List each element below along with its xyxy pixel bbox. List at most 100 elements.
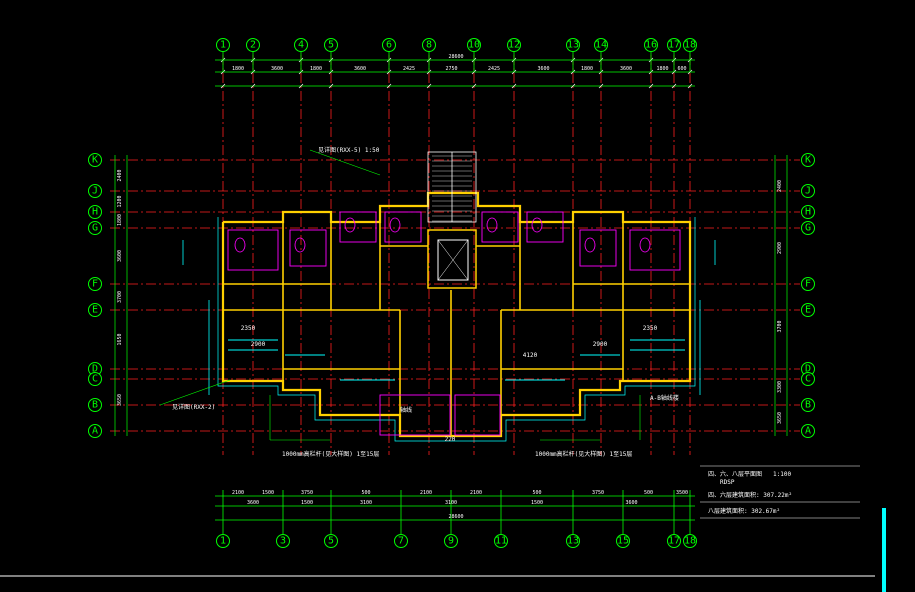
axis-bubble-top-10-label: 10 <box>468 40 480 51</box>
area-scale: 1:100 <box>773 471 791 478</box>
balcony-dim: 220 <box>445 436 456 443</box>
fixture-4 <box>481 211 519 243</box>
core-wall <box>427 229 477 289</box>
top-tick-4-2 <box>386 83 392 89</box>
axis-bubble-left-G-label: G <box>92 223 98 234</box>
top-tick-5-2 <box>426 83 432 89</box>
top-dim-4: 2425 <box>403 66 415 72</box>
floor-plan-walls <box>159 149 860 519</box>
axis-bubble-top-4-label: 4 <box>298 40 304 51</box>
axis-bubble-left-F-label: F <box>92 279 98 290</box>
ab-axis-note: A-B轴线楼 <box>650 394 679 402</box>
bottom-dim2-4: 1500 <box>531 500 543 506</box>
axis-bubble-left-E-label: E <box>92 305 98 316</box>
top-dim-11: 600 <box>677 66 686 72</box>
bottom-dim-9: 3500 <box>676 490 688 496</box>
top-total-dim: 28600 <box>448 54 463 60</box>
left-dim-4: 3700 <box>117 291 123 303</box>
left-room-dim-a: 2350 <box>241 325 256 332</box>
left-dim-3: 3600 <box>117 250 123 262</box>
left-dim-1: 1200 <box>117 195 123 207</box>
axis-bubble-left-J-label: J <box>92 186 98 197</box>
top-tick-1-2 <box>250 83 256 89</box>
elevator-cross-b <box>437 239 469 281</box>
bottom-dim-8: 500 <box>644 490 653 496</box>
top-tick-6-2 <box>471 83 477 89</box>
top-dim-10: 1800 <box>656 66 668 72</box>
left-dim-5: 1650 <box>117 333 123 345</box>
balcony-note-left: 1000mm高栏杆(见大样图) 1至15层 <box>282 450 379 458</box>
bottom-dim-1: 1500 <box>262 490 274 496</box>
bottom-dim-0: 2100 <box>232 490 244 496</box>
axis-bubble-left-K-circle <box>88 153 102 167</box>
right-room-dim-a: 2350 <box>643 325 658 332</box>
toilet-5 <box>531 217 543 233</box>
fixture-5 <box>526 211 564 243</box>
axis-bubble-bottom-3-circle <box>276 534 290 548</box>
vertical-scrollbar[interactable] <box>882 508 886 592</box>
top-dim-7: 3600 <box>537 66 549 72</box>
axis-bubble-bottom-7-circle <box>394 534 408 548</box>
axis-bubble-bottom-1-circle <box>216 534 230 548</box>
fixture-6 <box>579 229 617 267</box>
axis-bubble-left-E-circle <box>88 303 102 317</box>
left-dim-2: 1800 <box>117 214 123 226</box>
bottom-dim2-1: 1500 <box>301 500 313 506</box>
axis-bubble-top-14-circle <box>594 38 608 52</box>
axis-bubble-top-2-label: 2 <box>250 40 256 51</box>
axis-bubble-top-8-label: 8 <box>426 40 432 51</box>
axis-bubble-left-G-circle <box>88 221 102 235</box>
axis-bubble-top-1-label: 1 <box>220 40 226 51</box>
right-room-dim-b: 2900 <box>593 341 608 348</box>
axis-bubble-bottom-13-label: 13 <box>567 536 579 547</box>
right-dim-0: 2400 <box>777 180 783 192</box>
axis-bubble-right-E-label: E <box>805 305 811 316</box>
axis-bubble-top-18-circle <box>683 38 697 52</box>
axis-bubble-bottom-15-label: 15 <box>617 536 629 547</box>
fixture-0 <box>227 229 279 271</box>
bottom-dim-3: 500 <box>361 490 370 496</box>
fixture-2 <box>339 211 377 243</box>
axis-bubble-top-16-circle <box>644 38 658 52</box>
axis-bubble-top-17-label: 17 <box>668 40 680 51</box>
axis-bubble-left-H-circle <box>88 205 102 219</box>
axis-bubble-right-B-label: B <box>805 400 811 411</box>
axis-bubble-right-H-label: H <box>805 207 811 218</box>
axis-bubble-top-18-label: 18 <box>684 40 696 51</box>
toilet-7 <box>639 237 651 253</box>
axis-bubble-left-H-label: H <box>92 207 98 218</box>
right-dim-3: 3300 <box>777 381 783 393</box>
axis-bubble-top-10-circle <box>467 38 481 52</box>
axis-bubble-top-6-label: 6 <box>386 40 392 51</box>
area-subtitle: RDSP <box>720 479 735 486</box>
top-dim-6: 2425 <box>488 66 500 72</box>
axis-bubble-top-1-circle <box>216 38 230 52</box>
axis-bubble-right-A-circle <box>801 424 815 438</box>
axis-bubble-bottom-5-label: 5 <box>328 536 334 547</box>
toilet-2 <box>344 217 356 233</box>
axis-bubble-bottom-17-label: 17 <box>668 536 680 547</box>
axis-bubble-left-K-label: K <box>92 155 98 166</box>
bottom-dim-4: 2100 <box>420 490 432 496</box>
axis-bubble-bottom-11-circle <box>494 534 508 548</box>
area-line-1: 四、六层建筑面积: 307.22m² <box>708 491 792 499</box>
bottom-dim2-2: 3100 <box>360 500 372 506</box>
axis-bubble-left-C-circle <box>88 372 102 386</box>
leader-5 <box>309 149 381 176</box>
top-tick-12-2 <box>687 83 693 89</box>
leader-4 <box>159 379 231 406</box>
axis-bubble-bottom-5-circle <box>324 534 338 548</box>
axis-bubble-right-F-label: F <box>805 279 811 290</box>
top-tick-9-2 <box>598 83 604 89</box>
axis-bubble-bottom-11-label: 11 <box>495 536 507 547</box>
axis-bubble-top-4-circle <box>294 38 308 52</box>
axis-bubble-bottom-18-label: 18 <box>684 536 696 547</box>
stair-stamp: 轴线 <box>400 406 412 414</box>
axis-bubble-top-12-label: 12 <box>508 40 520 51</box>
toilet-1 <box>294 237 306 253</box>
axis-bubble-bottom-17-circle <box>667 534 681 548</box>
bottom-dim2-5: 3600 <box>625 500 637 506</box>
top-dim-2: 1800 <box>310 66 322 72</box>
right-dim-2: 3700 <box>777 320 783 332</box>
